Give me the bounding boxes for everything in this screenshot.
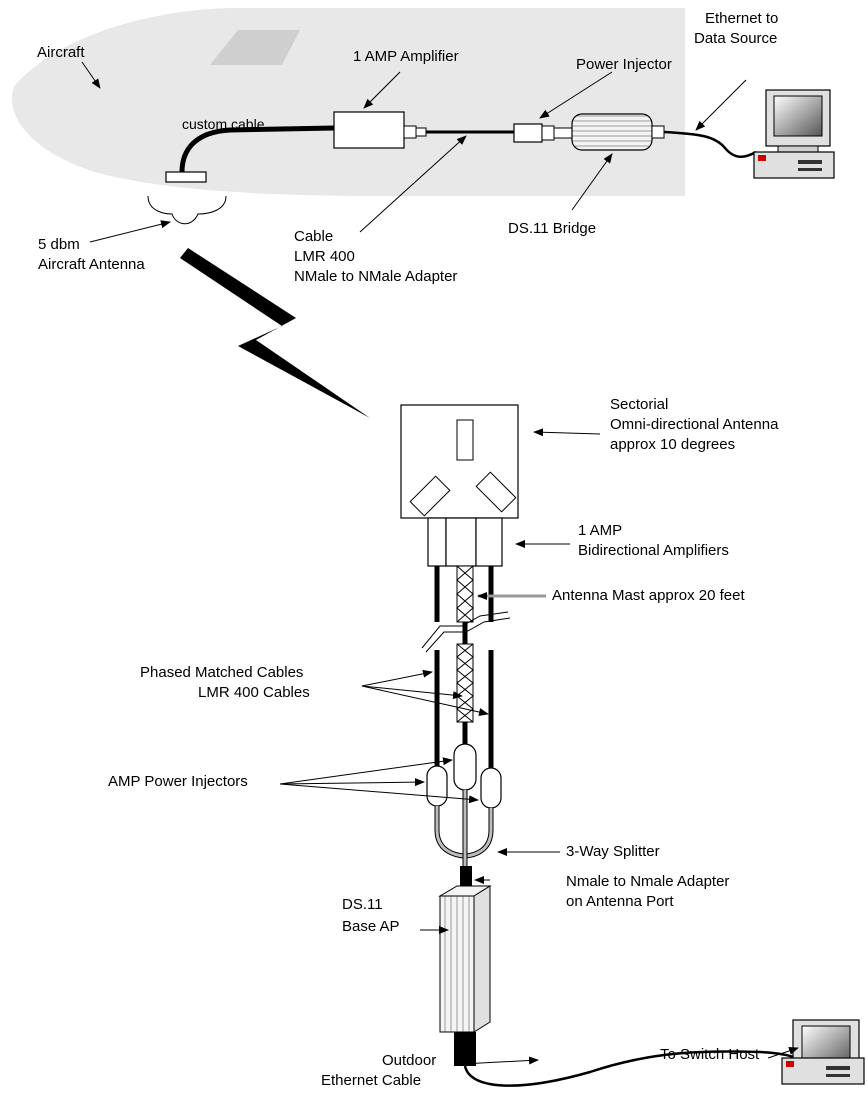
wireless-link-bolt	[180, 248, 370, 418]
power-injector-left	[426, 765, 448, 807]
label-adapter-1: Nmale to Nmale Adapter	[566, 873, 730, 890]
aircraft-fuselage	[11, 8, 686, 196]
antenna-mast	[456, 565, 474, 723]
amplifier-connector	[403, 125, 417, 139]
label-amplifier: 1 AMP Amplifier	[353, 48, 459, 65]
arrow-outdoor	[461, 1056, 539, 1065]
sector-element-left	[409, 475, 451, 517]
arrow-aircraft	[81, 61, 101, 89]
label-ethernet-2: Data Source	[694, 30, 778, 47]
label-ethernet-1: Ethernet to	[705, 10, 779, 27]
arrow-ethernet	[695, 79, 747, 131]
ap-ethernet-connector	[454, 1032, 476, 1066]
label-splitter: 3-Way Splitter	[566, 843, 660, 860]
custom-cable	[179, 125, 336, 173]
label-phased-2: LMR 400 Cables	[198, 684, 310, 701]
arrow-injector-1	[279, 757, 453, 785]
bidir-amplifier-mid	[445, 517, 477, 567]
power-injector-mid	[453, 743, 477, 791]
label-outdoor-1: Outdoor	[382, 1052, 437, 1069]
amplifier-connector-2	[415, 127, 427, 137]
label-bridge: DS.11 Bridge	[508, 220, 597, 237]
aircraft-antenna-dome	[147, 195, 227, 225]
label-custom-cable: custom cable	[182, 116, 265, 132]
aircraft-window	[210, 30, 300, 65]
arrow-antenna	[89, 220, 171, 243]
arrow-injector-2	[279, 778, 425, 787]
label-sectorial-3: approx 10 degrees	[610, 436, 736, 453]
arrow-phased-2	[361, 685, 463, 700]
leader-arrows	[81, 61, 799, 1065]
ethernet-cable-top	[663, 130, 757, 158]
label-bidir-2: Bidirectional Amplifiers	[578, 542, 729, 559]
arrow-switch-host	[767, 1047, 799, 1059]
power-injector-right	[480, 767, 502, 809]
label-cable-3: NMale to NMale Adapter	[294, 268, 458, 285]
label-antenna-2: Aircraft Antenna	[38, 256, 145, 273]
label-ap-2: Base AP	[342, 918, 400, 935]
switch-host-computer	[781, 1019, 865, 1085]
label-cable-2: LMR 400	[294, 248, 355, 265]
label-mast: Antenna Mast approx 20 feet	[552, 587, 745, 604]
sector-element-right	[475, 471, 517, 513]
label-ap-1: DS.11	[342, 896, 383, 913]
label-sectorial-1: Sectorial	[610, 396, 669, 413]
mast-break-marks	[421, 611, 511, 653]
label-injectors: AMP Power Injectors	[108, 773, 248, 790]
label-bidir-1: 1 AMP	[578, 522, 623, 539]
ap-antenna-adapter	[460, 866, 472, 890]
label-sectorial-2: Omni-directional Antenna	[610, 416, 779, 433]
arrow-phased-1	[361, 669, 433, 687]
label-antenna-1: 5 dbm	[38, 236, 80, 253]
outdoor-ethernet-cable	[463, 1050, 813, 1087]
injector-connector-2	[553, 127, 573, 139]
injector-connector	[541, 125, 555, 141]
label-adapter-2: on Antenna Port	[566, 893, 674, 910]
bidir-amplifier-right	[475, 517, 503, 567]
arrow-cable	[359, 135, 467, 233]
arrow-bridge	[571, 153, 613, 211]
power-injector	[513, 123, 543, 143]
label-aircraft: Aircraft	[37, 44, 85, 61]
arrow-amplifier	[363, 71, 401, 109]
sector-element-top	[456, 419, 474, 461]
label-outdoor-2: Ethernet Cable	[321, 1072, 422, 1089]
label-switch-host: To Switch Host	[660, 1046, 760, 1063]
three-way-splitter	[434, 790, 494, 866]
arrow-phased-3	[361, 685, 489, 716]
label-power-injector: Power Injector	[576, 56, 672, 73]
aircraft-antenna-mount	[165, 171, 207, 183]
label-cable-1: Cable	[294, 228, 334, 245]
amplifier-box	[333, 111, 405, 149]
label-phased-1: Phased Matched Cables	[140, 664, 304, 681]
bidir-amplifier-left	[427, 517, 447, 567]
bridge-connector	[651, 125, 665, 139]
arrow-sectorial	[533, 428, 601, 437]
data-source-computer	[753, 89, 835, 179]
ds11-base-ap	[438, 885, 492, 1033]
ds11-bridge	[571, 113, 653, 151]
arrow-power-injector	[539, 71, 613, 119]
arrow-injector-3	[279, 783, 479, 804]
